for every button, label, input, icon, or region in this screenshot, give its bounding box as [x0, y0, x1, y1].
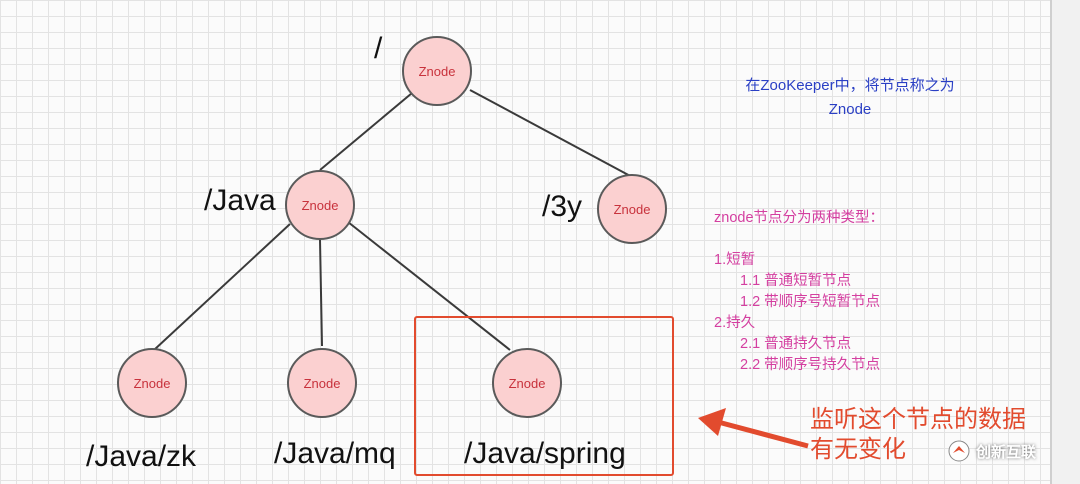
path-label-root: /	[374, 32, 383, 65]
watermark-text: 创新互联	[976, 443, 1037, 461]
node-java-label: Znode	[301, 197, 339, 213]
znode-definition-note: 在ZooKeeper中，将节点称之为 Znode	[700, 74, 1000, 122]
type-persistent-sequential: 2.2 带顺序号持久节点	[740, 357, 881, 373]
highlight-box-spring	[414, 316, 674, 476]
type-ephemeral: 1.短暂	[714, 252, 756, 268]
node-3y[interactable]: Znode	[597, 174, 667, 244]
edge-root-3y	[469, 89, 635, 179]
path-label-spring: /Java/spring	[464, 437, 626, 470]
node-spring[interactable]: Znode	[492, 348, 562, 418]
path-label-zk: /Java/zk	[86, 440, 197, 473]
type-persistent-normal: 2.1 普通持久节点	[740, 336, 852, 352]
canvas-right-edge	[1050, 0, 1080, 484]
annotation-line-2: 有无变化	[810, 436, 906, 463]
edge-java-spring	[347, 221, 511, 351]
node-root[interactable]: Znode	[402, 36, 472, 106]
annotation-line-1: 监听这个节点的数据	[810, 406, 1026, 433]
type-ephemeral-sequential: 1.2 带顺序号短暂节点	[740, 294, 881, 310]
watch-annotation: 监听这个节点的数据 有无变化	[810, 405, 1026, 465]
arrow-icon	[717, 419, 809, 449]
brand-logo-icon	[948, 440, 970, 462]
arrow-head-icon	[698, 408, 726, 436]
node-mq[interactable]: Znode	[287, 348, 357, 418]
edge-java-zk	[153, 223, 291, 351]
node-java[interactable]: Znode	[285, 170, 355, 240]
node-mq-label: Znode	[303, 375, 341, 391]
type-persistent: 2.持久	[714, 315, 756, 331]
path-label-java: /Java	[204, 184, 276, 217]
types-title: znode节点分为两种类型：	[714, 210, 885, 226]
node-zk-label: Znode	[133, 375, 171, 391]
note-line-1: 在ZooKeeper中，将节点称之为	[745, 77, 955, 94]
note-line-2: Znode	[828, 101, 872, 118]
node-3y-label: Znode	[613, 201, 651, 217]
node-spring-label: Znode	[508, 375, 546, 391]
edge-root-java	[319, 87, 419, 171]
znode-types-list: znode节点分为两种类型： 1.短暂 1.1 普通短暂节点 1.2 带顺序号短…	[714, 208, 884, 376]
path-label-3y: /3y	[542, 190, 583, 223]
node-zk[interactable]: Znode	[117, 348, 187, 418]
edge-java-mq	[319, 239, 323, 347]
node-root-label: Znode	[418, 63, 456, 79]
type-ephemeral-normal: 1.1 普通短暂节点	[740, 273, 852, 289]
path-label-mq: /Java/mq	[274, 437, 396, 470]
watermark-logo: 创新互联	[948, 440, 1036, 462]
